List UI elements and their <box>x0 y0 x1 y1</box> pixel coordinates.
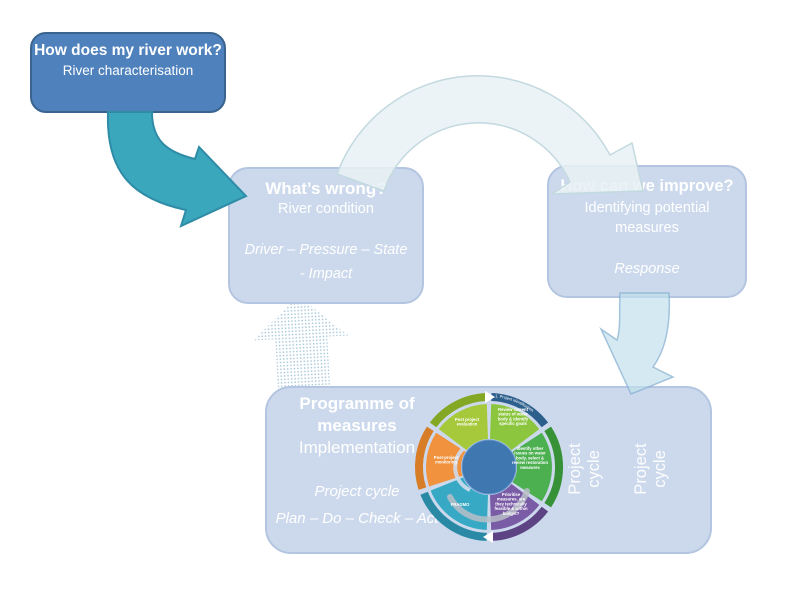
programme-text-block: Programme of measures Implementation Pro… <box>273 393 441 532</box>
venn-left-label: Project cycle <box>566 443 603 495</box>
improve-box: How can we improve? Identifying potentia… <box>547 165 747 298</box>
programme-subtitle: Implementation <box>298 438 416 458</box>
programme-note-line2: Plan – Do – Check – Act <box>275 509 439 527</box>
programme-title: Programme of measures <box>299 394 415 436</box>
programme-note-line1: Project cycle <box>314 483 400 501</box>
improve-subtitle: Identifying potential measures <box>584 200 710 237</box>
programme-box: Project cycle Project cycle Programme of… <box>265 386 712 554</box>
whats-wrong-note: Driver – Pressure – State - Impact <box>244 242 408 282</box>
river-work-title: How does my river work? <box>34 42 222 59</box>
whats-wrong-title: What’s wrong? <box>265 179 387 198</box>
river-work-box: How does my river work? River characteri… <box>30 32 226 113</box>
whats-wrong-subtitle: River condition <box>278 201 374 217</box>
programme-note: Project cycle Plan – Do – Check – Act <box>273 479 441 532</box>
flow-arrow-characterise <box>106 111 248 228</box>
river-work-subtitle: River characterisation <box>62 62 194 78</box>
improve-note: Response <box>614 260 680 277</box>
venn-right-label: Project cycle <box>632 443 669 495</box>
improve-title: How can we improve? <box>560 177 734 195</box>
flow-arrow-implement-down <box>599 292 675 395</box>
whats-wrong-box: What’s wrong? River condition Driver – P… <box>228 167 424 304</box>
